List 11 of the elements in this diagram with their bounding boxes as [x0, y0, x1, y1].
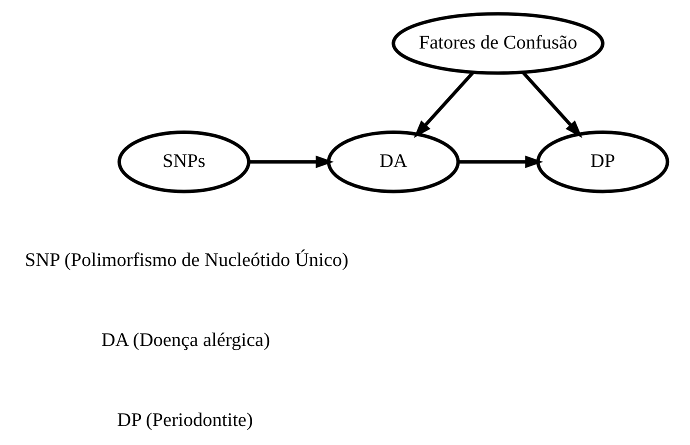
label: DA (Doença alérgica)	[100, 330, 270, 352]
arrow	[248, 156, 334, 168]
arrow	[458, 156, 543, 168]
label: DP (Periodontite)	[116, 410, 252, 431]
arrow	[521, 71, 582, 138]
node-ellipse: DA	[326, 130, 460, 194]
node-ellipse: SNPs	[117, 130, 250, 194]
node-ellipse: Fatores de Confusão	[391, 12, 604, 75]
arrow	[413, 71, 474, 138]
node-ellipse: DP	[536, 130, 669, 194]
label: SNP (Polimorfismo de Nucleótido Único)	[24, 250, 348, 272]
